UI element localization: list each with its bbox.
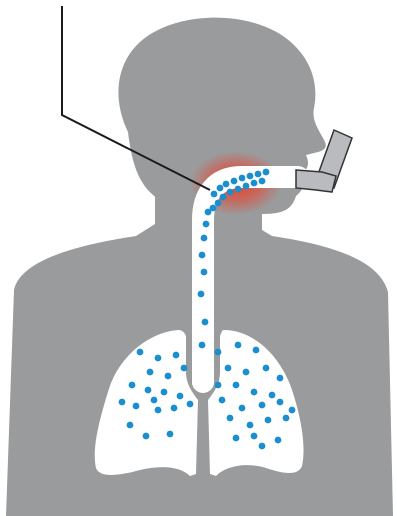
medication-particle [277,399,284,406]
medication-particle [187,401,194,408]
medication-particle [220,194,227,201]
medication-particle [145,387,152,394]
medication-particle [161,389,168,396]
medication-particle [199,342,206,349]
medication-particle [263,365,270,372]
medication-particle [151,397,158,404]
medication-particle [201,269,208,276]
medication-particle [211,191,218,198]
medication-particle [155,407,162,414]
medication-particle [239,405,246,412]
medication-particle [251,389,258,396]
medication-particle [155,355,162,362]
medication-particle [202,319,209,326]
medication-particle [235,186,242,193]
medication-particle [199,252,206,259]
medication-particle [129,382,136,389]
medication-particle [143,433,150,440]
medication-particle [181,365,188,372]
medication-particle [253,347,260,354]
medication-particle [233,382,240,389]
airway-bifurcation [192,372,214,390]
medication-particle [259,178,266,185]
medication-particle [259,402,266,409]
medication-particle [251,433,258,440]
medication-particle [201,235,208,242]
medication-particle [283,415,290,422]
medication-particle [227,189,234,196]
medication-particle [247,173,254,180]
medication-particle [243,183,250,190]
medication-particle [227,415,234,422]
medication-particle [217,185,224,192]
medication-particle [259,443,266,450]
medication-particle [263,169,270,176]
medication-particle [265,417,272,424]
medication-particle [277,375,284,382]
medication-particle [225,365,232,372]
medication-particle [223,181,230,188]
medication-particle [205,209,212,216]
medication-particle [198,291,205,298]
medication-particle [269,392,276,399]
medication-particle [251,180,258,187]
medication-particle [233,435,240,442]
medication-particle [177,393,184,400]
medication-particle [231,178,238,185]
medication-particle [173,352,180,359]
medication-particle [219,397,226,404]
medication-particle [275,437,282,444]
medication-particle [215,200,222,207]
medication-particle [255,171,262,178]
medication-particle [239,175,246,182]
medication-particle [167,431,174,438]
medication-particle [247,422,254,429]
medication-particle [133,403,140,410]
medication-particle [137,349,144,356]
medication-particle [289,407,296,414]
medication-particle [171,405,178,412]
medication-particle [235,342,242,349]
medication-particle [215,349,222,356]
medication-particle [243,369,250,376]
medication-particle [215,382,222,389]
medication-particle [127,422,134,429]
medication-particle [203,221,210,228]
medication-particle [119,399,126,406]
medication-particle [165,373,172,380]
medication-particle [147,369,154,376]
